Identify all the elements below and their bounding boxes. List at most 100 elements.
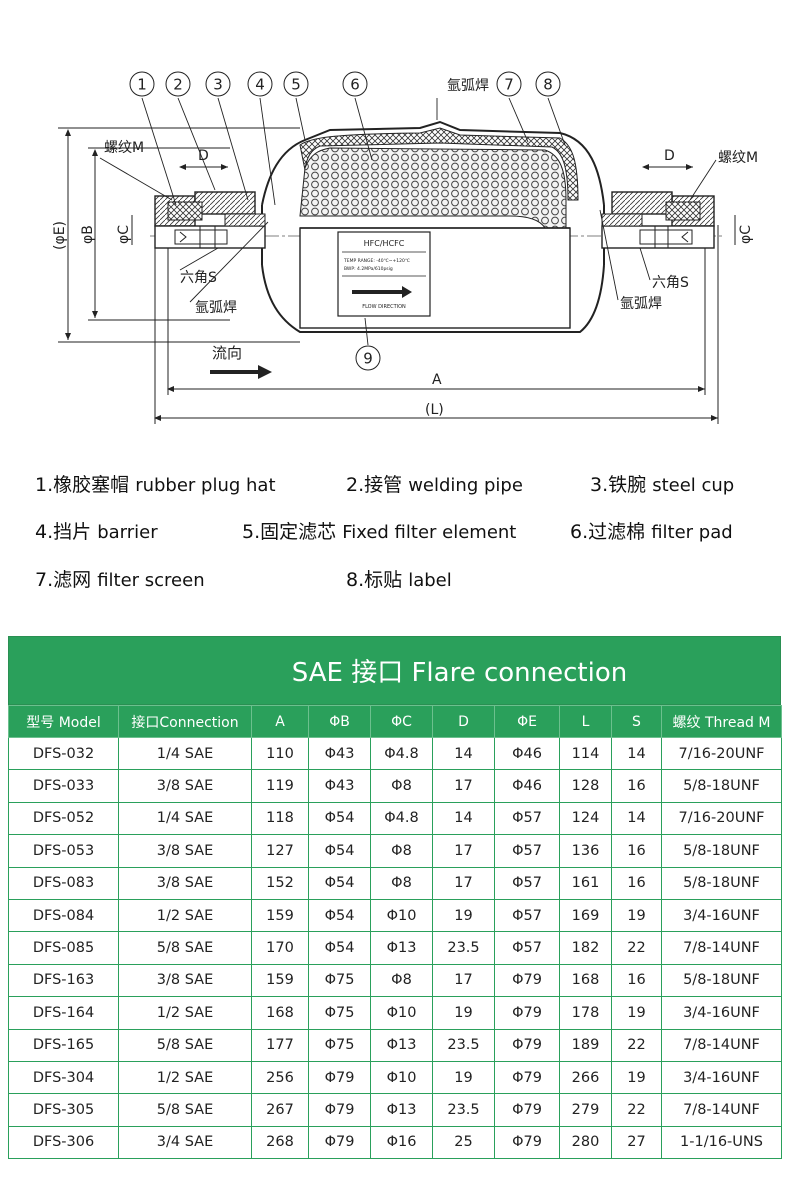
- table-cell: DFS-164: [8, 996, 119, 1030]
- dim-c-left: φC: [116, 225, 132, 244]
- header-s: S: [611, 705, 662, 738]
- table-cell: 22: [611, 1028, 662, 1062]
- header-l: L: [559, 705, 612, 738]
- legend-en: barrier: [97, 522, 158, 543]
- legend-cn: 7.滤网: [35, 569, 92, 591]
- header-c: ΦC: [370, 705, 433, 738]
- weld-label-left: 氩弧焊: [195, 300, 237, 316]
- table-cell: DFS-033: [8, 769, 119, 803]
- table-cell: 118: [251, 801, 309, 836]
- table-cell: 168: [559, 963, 612, 998]
- table-cell: DFS-165: [8, 1028, 119, 1062]
- table-cell: 3/4-16UNF: [661, 996, 782, 1030]
- legend-en: label: [408, 570, 452, 591]
- legend-en: steel cup: [652, 475, 735, 496]
- table-cell: Φ54: [308, 801, 371, 836]
- table-cell: 5/8 SAE: [118, 931, 252, 965]
- table-cell: Φ13: [370, 1028, 433, 1062]
- table-cell: 189: [559, 1028, 612, 1062]
- table-cell: 114: [559, 736, 612, 771]
- spec-table-container: SAE 接口 Flare connection 型号 Model 接口Conne…: [8, 636, 782, 1160]
- table-cell: 3/8 SAE: [118, 769, 252, 803]
- table-cell: 5/8 SAE: [118, 1028, 252, 1062]
- table-cell: 23.5: [432, 1028, 495, 1062]
- table-cell: 266: [559, 1060, 612, 1095]
- legend-cn: 2.接管: [346, 474, 403, 496]
- table-cell: 22: [611, 1093, 662, 1127]
- table-cell: 7/8-14UNF: [661, 931, 782, 965]
- table-cell: 5/8-18UNF: [661, 834, 782, 868]
- svg-text:3: 3: [213, 76, 223, 94]
- table-cell: Φ4.8: [370, 801, 433, 836]
- legend-item-7: 7.滤网 filter screen: [35, 565, 205, 592]
- legend-cn: 3.铁腕: [590, 474, 647, 496]
- table-cell: Φ57: [494, 931, 560, 965]
- table-cell: 182: [559, 931, 612, 965]
- table-cell: 16: [611, 834, 662, 868]
- table-cell: 19: [611, 898, 662, 933]
- svg-text:9: 9: [363, 350, 373, 368]
- flow-arrow-icon: [210, 365, 272, 379]
- table-cell: Φ43: [308, 736, 371, 771]
- hex-label-left: 六角S: [180, 270, 217, 286]
- table-cell: 1/4 SAE: [118, 801, 252, 836]
- legend-en: rubber plug hat: [135, 475, 276, 496]
- legend-en: filter pad: [651, 522, 733, 543]
- dim-a: A: [432, 372, 442, 388]
- table-cell: 168: [251, 996, 309, 1030]
- table-cell: Φ79: [494, 1093, 560, 1127]
- callout-3: 3: [205, 71, 231, 97]
- table-cell: 16: [611, 963, 662, 998]
- table-title: SAE 接口 Flare connection: [8, 636, 781, 705]
- thread-label-right: 螺纹M: [718, 150, 758, 166]
- thread-label-left: 螺纹M: [104, 140, 144, 156]
- sticker-line2: BWP: 4.2MPa/610psig: [344, 266, 393, 272]
- dim-c-right: φC: [738, 225, 754, 244]
- flow-indicator: 流向: [210, 344, 272, 379]
- table-cell: 25: [432, 1125, 495, 1160]
- table-cell: 5/8 SAE: [118, 1093, 252, 1127]
- header-b: ΦB: [308, 705, 371, 738]
- dim-d-left: D: [198, 148, 209, 164]
- table-cell: 19: [432, 1060, 495, 1095]
- table-cell: Φ43: [308, 769, 371, 803]
- table-cell: Φ79: [494, 1028, 560, 1062]
- table-cell: Φ79: [494, 996, 560, 1030]
- table-cell: 280: [559, 1125, 612, 1160]
- table-cell: Φ13: [370, 1093, 433, 1127]
- table-cell: Φ57: [494, 866, 560, 900]
- legend-cn: 8.标贴: [346, 569, 403, 591]
- table-cell: 17: [432, 834, 495, 868]
- table-cell: 3/4 SAE: [118, 1125, 252, 1160]
- sticker-arrow-icon: [352, 286, 412, 298]
- table-cell: Φ79: [494, 1125, 560, 1160]
- table-cell: 23.5: [432, 931, 495, 965]
- filter-drier-drawing: HFC/HCFC TEMP RANGE: -40℃~+120℃ BWP: 4.2…: [52, 71, 758, 424]
- table-cell: 16: [611, 866, 662, 900]
- table-cell: 5/8-18UNF: [661, 963, 782, 998]
- callout-7: 7: [496, 71, 522, 97]
- callout-5: 5: [283, 71, 309, 97]
- legend-cn: 4.挡片: [35, 521, 92, 543]
- table-cell: Φ57: [494, 834, 560, 868]
- table-cell: Φ75: [308, 963, 371, 998]
- table-cell: Φ79: [494, 1060, 560, 1095]
- table-cell: DFS-032: [8, 736, 119, 771]
- table-cell: 17: [432, 769, 495, 803]
- weld-label-right: 氩弧焊: [620, 296, 662, 312]
- callout-1: 1: [129, 71, 155, 97]
- table-cell: 1-1/16-UNS: [661, 1125, 782, 1160]
- right-fitting: [601, 191, 715, 249]
- table-cell: 127: [251, 834, 309, 868]
- legend-item-2: 2.接管 welding pipe: [346, 470, 523, 497]
- header-a: A: [251, 705, 309, 738]
- table-cell: Φ79: [308, 1060, 371, 1095]
- table-cell: 279: [559, 1093, 612, 1127]
- table-cell: DFS-053: [8, 834, 119, 868]
- legend-cn: 1.橡胶塞帽: [35, 474, 130, 496]
